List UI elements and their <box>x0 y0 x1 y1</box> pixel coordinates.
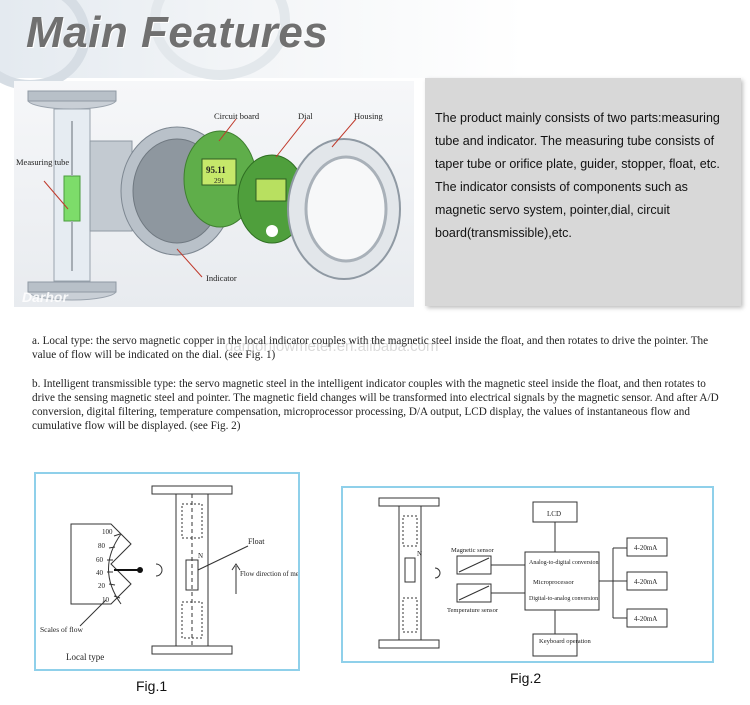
microprocessor-label: Microprocessor <box>533 579 575 586</box>
paragraph-text: Intelligent transmissible type: the serv… <box>32 378 719 432</box>
description-panel: The product mainly consists of two parts… <box>425 78 741 306</box>
n-pole-label: N <box>198 552 203 560</box>
temperature-sensor-label: Temperature sensor <box>447 607 499 614</box>
paragraph-intelligent-type: b. Intelligent transmissible type: the s… <box>32 377 722 433</box>
bottom-flange-body <box>27 281 117 293</box>
figure-2-caption: Fig.2 <box>510 670 542 686</box>
fig1-top-flange <box>151 485 233 495</box>
tick-40: 40 <box>96 569 104 577</box>
tick-20: 20 <box>98 582 106 590</box>
fig2-top-flange <box>378 497 440 507</box>
fig2-tube <box>398 505 422 641</box>
output-2-label: 4-20mA <box>634 578 657 586</box>
label-measuring-tube: Measuring tube <box>16 157 69 167</box>
scales-of-flow-label: Scales of flow <box>40 625 83 634</box>
flange-decoration <box>150 0 290 80</box>
local-type-label: Local type <box>66 652 104 662</box>
tick-60: 60 <box>96 556 104 564</box>
flow-direction-label: Flow direction of medium <box>240 570 298 578</box>
lcd-reading-2: 291 <box>214 177 225 185</box>
output-3-block <box>626 608 668 628</box>
paragraph-text: Local type: the servo magnetic copper in… <box>32 335 709 361</box>
board-lcd <box>201 158 237 186</box>
paragraph-local-type: a. Local type: the servo magnetic copper… <box>32 334 722 362</box>
fig2-float <box>404 557 416 583</box>
figure-2: N Magnetic sensor Temperature sensor Ana… <box>341 486 714 663</box>
n-pole-label: N <box>417 550 422 558</box>
label-housing: Housing <box>354 111 384 121</box>
tick-100: 100 <box>102 528 113 536</box>
lcd-reading: 95.11 <box>206 165 226 175</box>
label-circuit-board: Circuit board <box>214 111 260 121</box>
output-3-label: 4-20mA <box>634 615 657 623</box>
figure-1: 100 80 60 40 20 10 N Float Flow directio… <box>34 472 300 671</box>
float-label: Float <box>248 537 265 546</box>
magnetic-sensor-label: Magnetic sensor <box>451 547 495 554</box>
scale-arc <box>108 533 122 605</box>
paragraph-label: b. <box>32 378 41 390</box>
fig1-bottom-flange <box>151 645 233 655</box>
header-banner <box>0 0 750 90</box>
dac-label: Digital-to-analog conversion <box>529 596 598 602</box>
lcd-label: LCD <box>547 510 561 518</box>
dial-scale-panel <box>70 523 132 605</box>
output-2-block <box>626 571 668 591</box>
label-indicator: Indicator <box>206 273 237 283</box>
scale-tick-marks <box>107 533 121 599</box>
page-title: Main Features <box>26 8 329 57</box>
brand-logo: Darhor <box>22 289 68 305</box>
description-text: The product mainly consists of two parts… <box>435 111 720 240</box>
label-dial: Dial <box>298 111 313 121</box>
product-exploded-view-image: 95.11 291 Circuit board Dial Housing Mea… <box>14 81 414 307</box>
top-flange-body <box>27 90 117 102</box>
float-element <box>63 175 81 222</box>
rotation-icon <box>155 563 163 577</box>
tick-80: 80 <box>98 542 106 550</box>
adc-label: Analog-to-digital conversion <box>529 560 598 566</box>
rotation-icon <box>434 567 441 579</box>
fig2-bottom-flange <box>378 639 440 649</box>
output-1-label: 4-20mA <box>634 544 657 552</box>
site-watermark: darhorflowmeter.en.alibaba.com <box>225 338 439 355</box>
paragraph-label: a. <box>32 335 40 347</box>
keyboard-label: Keyboard operation <box>539 638 592 645</box>
figure-1-caption: Fig.1 <box>136 678 168 694</box>
output-1-block <box>626 537 668 557</box>
